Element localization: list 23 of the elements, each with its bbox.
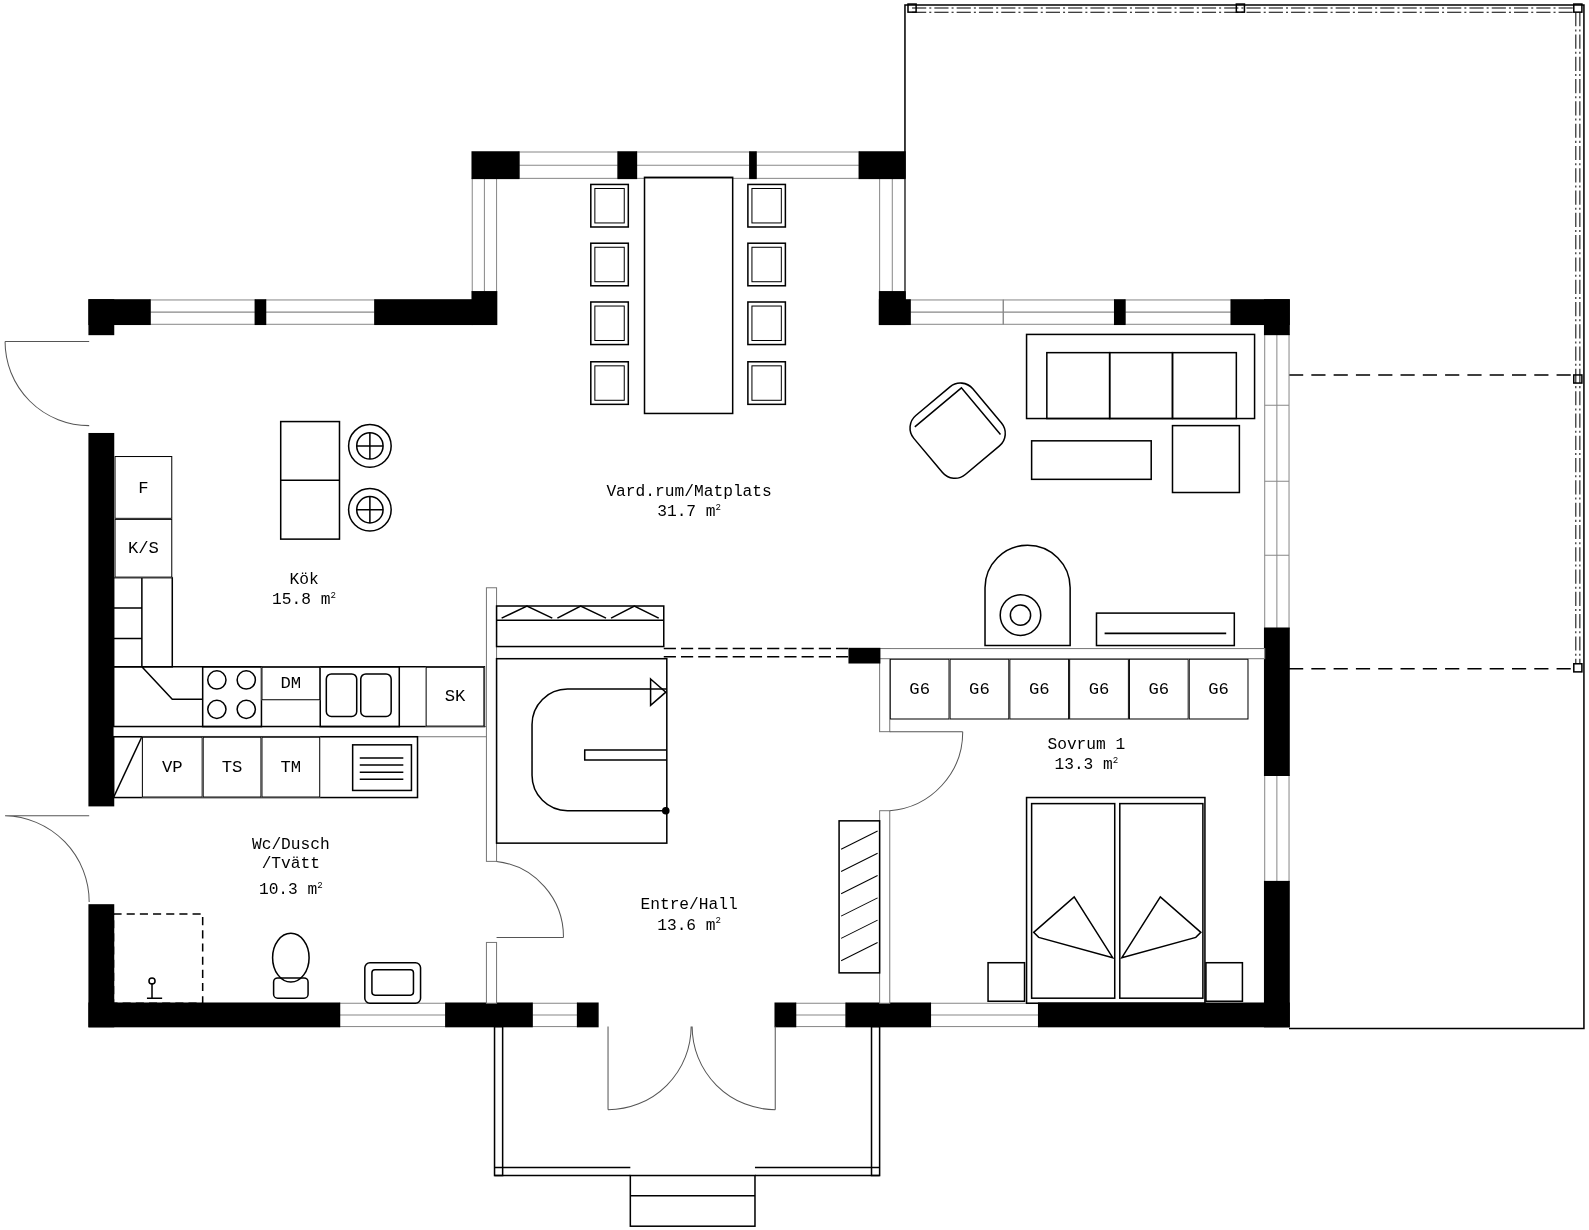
room-name: Wc/Dusch /Tvätt xyxy=(250,836,331,875)
room-area: 13.6 m$^{2}$ xyxy=(628,916,750,936)
appliance-box: TS xyxy=(202,736,262,798)
room-name: Entre/Hall xyxy=(639,895,739,916)
appliance-box: G6 xyxy=(889,658,950,720)
room-area: 10.3 m$^{2}$ xyxy=(230,880,352,901)
appliance-box: G6 xyxy=(1069,658,1129,720)
room-name: Sovrum 1 xyxy=(1046,735,1127,756)
appliance-box: G6 xyxy=(1009,658,1070,720)
room-name: Vard.rum/Matplats xyxy=(605,482,773,502)
appliance-box: G6 xyxy=(1188,658,1249,720)
appliance-box: DM xyxy=(261,666,321,701)
appliance-box: VP xyxy=(141,736,203,798)
appliance-box: SK xyxy=(425,666,485,727)
room-name: Kök xyxy=(288,570,320,590)
appliance-box: F xyxy=(114,456,173,519)
room-area: 15.8 m$^{2}$ xyxy=(243,590,365,611)
appliance-box: K/S xyxy=(114,518,173,578)
room-area: 31.7 m$^{2}$ xyxy=(628,502,750,523)
appliance-box: G6 xyxy=(949,658,1010,720)
appliance-box: TM xyxy=(261,736,321,798)
room-area: 13.3 m$^{2}$ xyxy=(1025,756,1148,776)
appliance-box: G6 xyxy=(1128,658,1189,720)
